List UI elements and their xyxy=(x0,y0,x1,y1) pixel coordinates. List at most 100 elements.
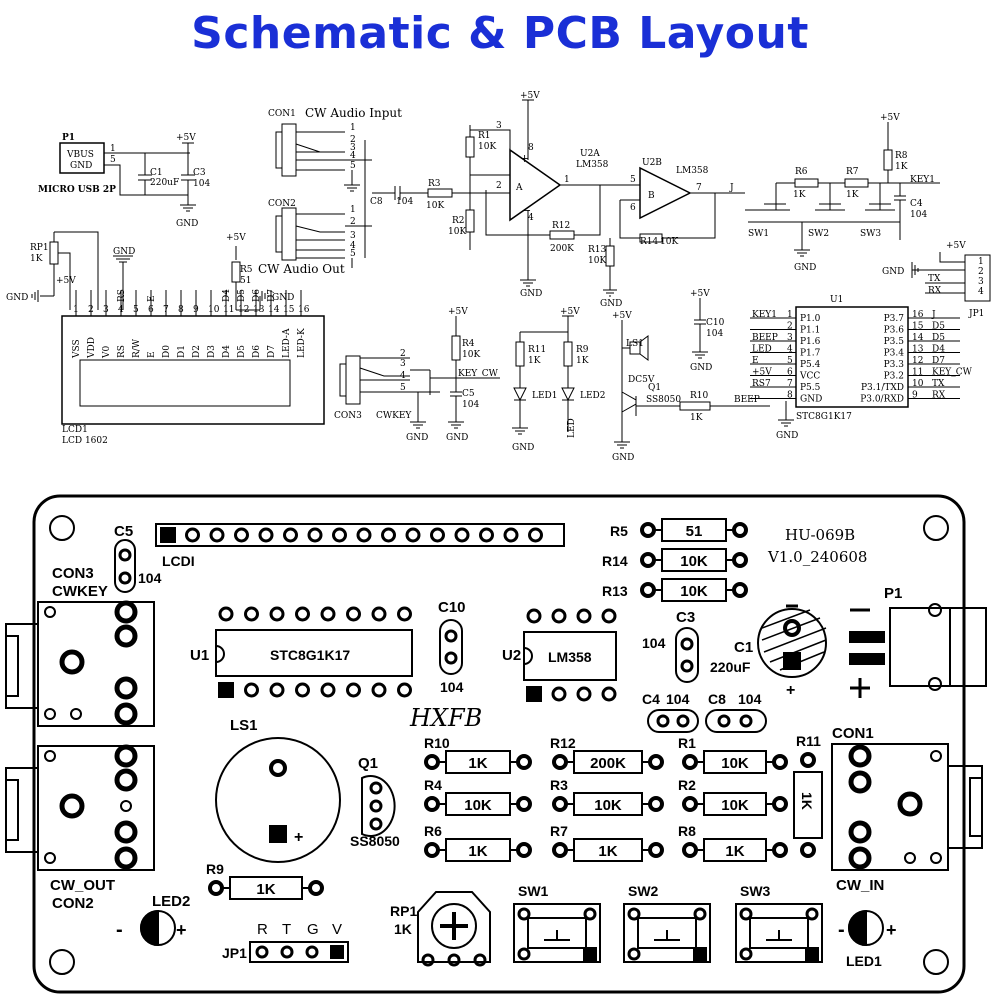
pcb-switch-body xyxy=(735,903,823,963)
lcd-pin-name: D7 xyxy=(267,345,277,358)
rp1-ref: RP1 xyxy=(30,243,49,253)
c10-vcc: +5V xyxy=(690,289,710,299)
ic-pad xyxy=(346,682,361,698)
ls1-vcc: +5V xyxy=(612,311,632,321)
u2a-vcc: +5V xyxy=(520,91,540,101)
lcd-net: D7 xyxy=(267,289,277,302)
jp1-pin-label: R xyxy=(257,921,268,938)
c5-ref: C5 xyxy=(462,389,475,399)
lcd-pin-num: 4 xyxy=(118,305,124,315)
jp1-pin-label: T xyxy=(282,921,291,938)
pcb-u1-ref: U1 xyxy=(190,647,209,664)
c3-ref: C3 xyxy=(193,168,206,178)
c1-ref: C1 xyxy=(150,168,163,178)
pcb-r10-body xyxy=(445,750,511,774)
u1-right-net: J xyxy=(931,310,936,320)
u1-left-net: +5V xyxy=(752,368,772,378)
u1-right-pin-num: 9 xyxy=(912,391,918,401)
jp1-pin-label: G xyxy=(307,921,319,938)
pcb-r1-value: 10K xyxy=(721,755,749,772)
led2-label: LED2 xyxy=(580,391,606,401)
pcb-c1-ref: C1 xyxy=(734,639,753,656)
con3-label: CWKEY xyxy=(376,411,412,421)
svg-text:4: 4 xyxy=(528,213,534,223)
u1-right-pin-name: P3.7 xyxy=(884,314,905,324)
pcb-con3-ref: CON3 xyxy=(52,565,94,582)
c10-value: 104 xyxy=(706,329,723,339)
u1-right-pin-num: 14 xyxy=(912,333,924,343)
u1-right-net: D7 xyxy=(932,356,945,366)
pcb-r13-body xyxy=(661,578,727,602)
pcb-r2-value: 10K xyxy=(721,797,749,814)
u1-right-pin-name: P3.4 xyxy=(884,349,905,359)
pcb-q1: Q1 SS8050 xyxy=(350,755,400,849)
pcb-u2-model: LM358 xyxy=(548,649,592,665)
r12-ref: R12 xyxy=(552,221,570,231)
u1-left-pin-num: 5 xyxy=(787,356,793,366)
ic-pad xyxy=(320,606,336,622)
svg-text:5: 5 xyxy=(630,175,636,185)
r10-ref: R10 xyxy=(690,391,709,401)
jp1-pin-num: 1 xyxy=(978,257,984,267)
pcb-c3-value: 104 xyxy=(642,635,666,651)
u2b-gnd: GND xyxy=(600,299,622,309)
con1-pin-num: 1 xyxy=(350,123,356,133)
lcd1602: LCD1 LCD 1602 1VSS2VDD3V04RSRS5R/W6EE7D0… xyxy=(61,233,325,446)
ls1-ref: LS1 xyxy=(626,339,644,349)
u2b-ref: U2B xyxy=(642,158,662,168)
page-title: Schematic & PCB Layout xyxy=(191,8,809,59)
svg-text:7: 7 xyxy=(696,183,702,193)
rp1-potentiometer: RP1 1K +5V GND GND xyxy=(6,231,135,310)
pcb-led2-plus: + xyxy=(176,920,187,940)
lcd-net: RS xyxy=(117,289,127,302)
pcb-c5-ref: C5 xyxy=(114,523,133,540)
lcd-pin-name: D5 xyxy=(237,345,247,358)
u1-gnd: GND xyxy=(776,431,798,441)
jp1-pin-num: 2 xyxy=(978,267,984,277)
pcb-switch-body xyxy=(513,903,601,963)
r14-ref: R14 xyxy=(640,237,659,247)
con3-ref: CON3 xyxy=(334,411,362,421)
lcd-pin-num: 16 xyxy=(298,305,310,315)
jp1-pin-label: V xyxy=(332,921,342,938)
ic-pad xyxy=(397,682,412,698)
con1-pin-num: 3 xyxy=(350,143,356,153)
r12-value: 200K xyxy=(550,244,574,254)
pcb-r14-ref: R14 xyxy=(602,553,628,569)
pcb-r1-ref: R1 xyxy=(678,735,696,751)
u2b-unit: B xyxy=(648,191,655,201)
c10-gnd: GND xyxy=(690,363,712,373)
r4-ref: R4 xyxy=(462,339,475,349)
lcd-pin-name: D2 xyxy=(192,345,202,358)
led-net: LED xyxy=(567,418,577,438)
sw1-label: SW1 xyxy=(748,229,769,239)
u1-left-pin-name: P5.4 xyxy=(800,360,821,370)
con1-ref: CON1 xyxy=(268,109,296,119)
u1-right-pin-num: 12 xyxy=(912,356,923,366)
con2-pin-num: 5 xyxy=(350,249,356,259)
pcb-con1-name: CW_IN xyxy=(836,877,884,894)
con1-pin-num: 5 xyxy=(350,161,356,171)
pcb-r14-value: 10K xyxy=(680,553,708,570)
pcb-r12-ref: R12 xyxy=(550,735,576,751)
jp1-ref: JP1 xyxy=(968,309,984,319)
u1-right-pin-num: 11 xyxy=(912,368,923,378)
lcd-pad xyxy=(234,527,249,543)
pcb-r9-ref: R9 xyxy=(206,861,224,877)
ic-pad xyxy=(218,606,234,622)
lcd-pin-name: V0 xyxy=(102,346,112,359)
u2a-opamp: +5V A + − U2A LM358 R1 10K R2 10K R12 20… xyxy=(448,91,640,299)
pcb-r4-body xyxy=(445,792,511,816)
board-version: V1.0_240608 xyxy=(767,548,867,566)
r4-vcc: +5V xyxy=(448,307,468,317)
ic-pad xyxy=(601,686,617,702)
jp1-pin-num: 4 xyxy=(978,287,984,297)
ic-pad xyxy=(397,606,412,622)
q1-gnd: GND xyxy=(612,453,634,463)
lcd-pin-name: D4 xyxy=(222,345,232,358)
u1-right-pin-num: 13 xyxy=(912,345,924,355)
pcb-r7-value: 1K xyxy=(598,843,617,860)
r5-vcc: +5V xyxy=(226,233,246,243)
